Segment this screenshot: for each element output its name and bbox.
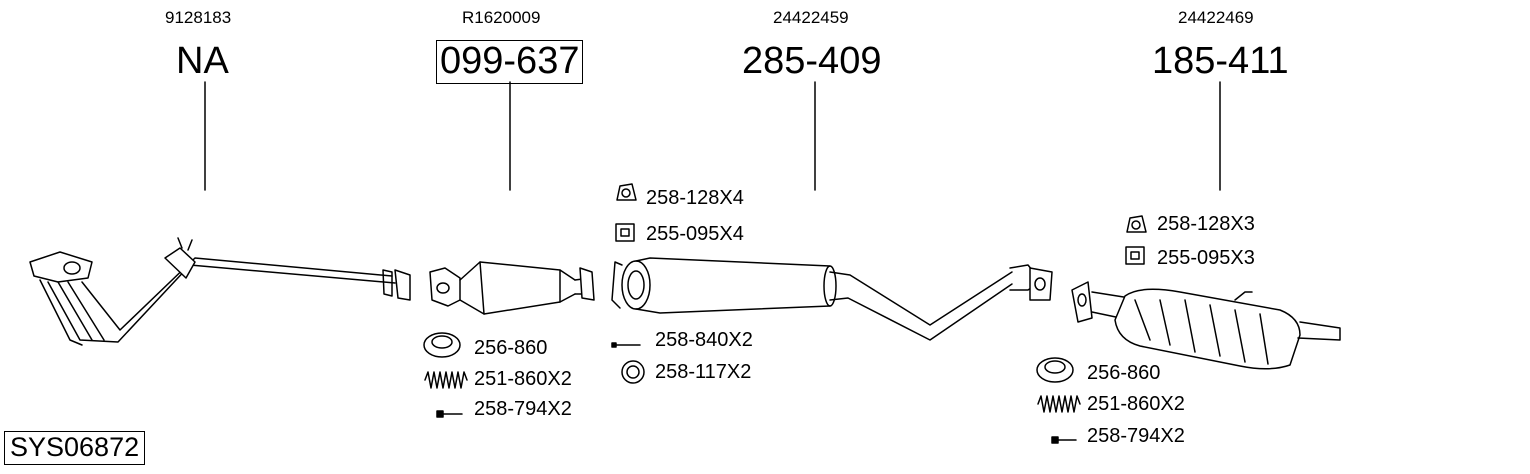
accessory-label[interactable]: 258-128X3 — [1157, 213, 1255, 235]
gasket-ring-icon — [1036, 357, 1074, 383]
accessory-label[interactable]: 256-860 — [1087, 362, 1161, 384]
accessory-label[interactable]: 258-128X4 — [646, 187, 744, 209]
middle-silencer-drawing — [611, 257, 1053, 341]
accessory-label[interactable]: 258-794X2 — [1087, 425, 1185, 447]
catalyst-drawing — [429, 261, 595, 315]
accessory-label[interactable]: 255-095X3 — [1157, 247, 1255, 269]
oem-number-rear: 24422469 — [1178, 8, 1254, 27]
front-pipe-manifold — [29, 237, 411, 346]
oem-number-na: 9128183 — [165, 8, 232, 27]
accessory-label[interactable]: 255-095X4 — [646, 223, 744, 245]
rubber-hanger-icon — [1126, 215, 1147, 233]
accessory-label[interactable]: 256-860 — [474, 337, 548, 359]
part-number-rear[interactable]: 185-411 — [1152, 40, 1289, 82]
clamp-bracket-icon — [1125, 246, 1145, 265]
clamp-bracket-icon — [615, 223, 635, 242]
bolt-icon — [436, 410, 463, 418]
rubber-hanger-icon — [616, 183, 637, 201]
part-number-na[interactable]: NA — [176, 40, 229, 82]
spring-icon — [424, 371, 468, 389]
part-number-catalyst[interactable]: 099-637 — [436, 40, 584, 84]
gasket-ring-icon — [423, 332, 461, 358]
ring-gasket-icon — [621, 360, 645, 384]
accessory-label[interactable]: 251-860X2 — [474, 368, 572, 390]
bolt-icon — [1051, 436, 1077, 444]
rear-silencer-drawing — [1071, 281, 1341, 370]
system-code-label: SYS06872 — [4, 431, 146, 465]
accessory-label[interactable]: 258-794X2 — [474, 398, 572, 420]
accessory-label[interactable]: 258-117X2 — [655, 361, 752, 383]
spring-icon — [1037, 395, 1081, 413]
accessory-label[interactable]: 258-840X2 — [655, 329, 753, 351]
bolt-icon — [611, 342, 641, 348]
part-number-middle[interactable]: 285-409 — [742, 40, 882, 82]
oem-number-catalyst: R1620009 — [462, 8, 541, 27]
oem-number-middle: 24422459 — [773, 8, 849, 27]
accessory-label[interactable]: 251-860X2 — [1087, 393, 1185, 415]
